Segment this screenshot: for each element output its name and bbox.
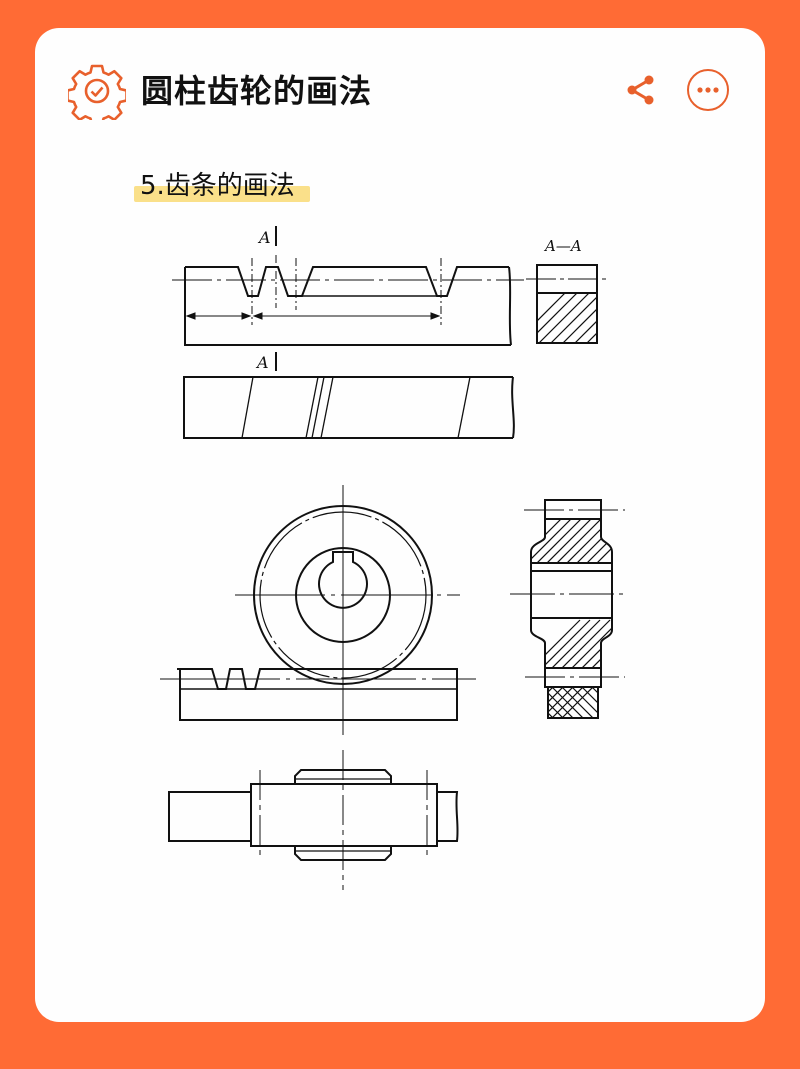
gear-rack-top-figure <box>168 750 459 890</box>
section-title-AA: A—A <box>543 237 582 255</box>
page-title: 圆柱齿轮的画法 <box>141 72 373 110</box>
share-button[interactable] <box>623 72 659 108</box>
more-button[interactable] <box>686 68 730 112</box>
more-dots-icon <box>687 69 729 111</box>
gear-side-section-figure <box>510 499 626 719</box>
rack-section-view-figure: A—A <box>526 237 610 344</box>
gear-check-icon <box>68 64 126 120</box>
section-heading: 5.齿条的画法 <box>134 166 310 206</box>
gear-rack-mesh-figure <box>160 485 476 735</box>
rack-top-view-figure: A <box>183 352 515 439</box>
rack-front-view-figure: A <box>172 226 524 346</box>
section-label-A-top: A <box>257 228 271 247</box>
header: 圆柱齿轮的画法 <box>35 28 765 158</box>
share-icon <box>627 75 654 105</box>
heading-highlight <box>134 186 310 202</box>
section-heading-text: 5.齿条的画法 <box>140 171 295 201</box>
section-label-A-bottom: A <box>255 353 269 372</box>
content-card: 圆柱齿轮的画法 5.齿条的画法 <box>35 28 765 1022</box>
